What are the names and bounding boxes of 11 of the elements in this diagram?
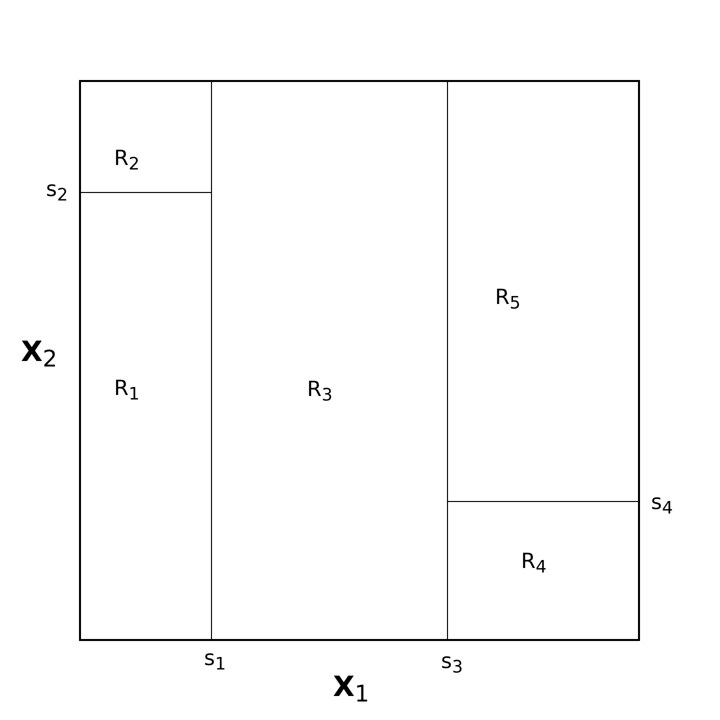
region-label: R$_{4}$ (521, 550, 547, 572)
axis-label: X$_{1}$ (333, 672, 370, 702)
region-label: R$_{5}$ (495, 286, 521, 308)
region-label: R$_{2}$ (114, 147, 140, 170)
split-point-label: s$_{1}$ (204, 647, 226, 670)
split-point-label: s$_{3}$ (441, 650, 463, 672)
region-label: R$_{3}$ (307, 378, 333, 400)
region-label: R$_{1}$ (114, 377, 140, 400)
split-point-label: s$_{2}$ (46, 178, 68, 200)
split-point-label: s$_{4}$ (651, 491, 673, 514)
axis-label: X$_{2}$ (21, 337, 58, 366)
